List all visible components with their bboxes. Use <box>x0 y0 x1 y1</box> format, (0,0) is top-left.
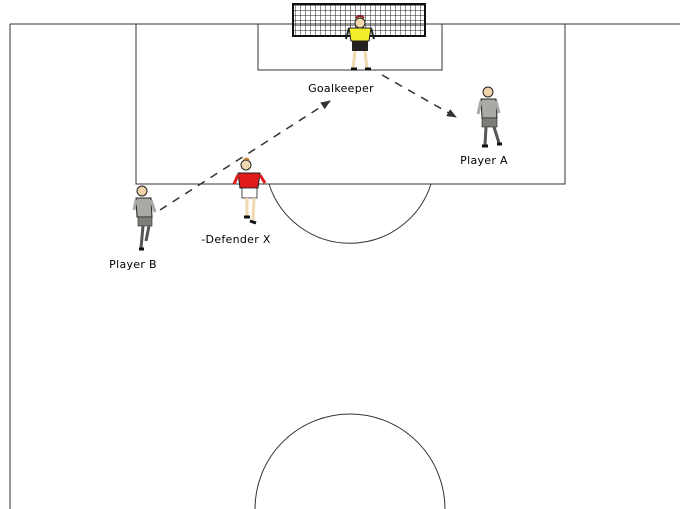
pass-arrows <box>160 75 456 210</box>
defender-x-label: -Defender X <box>201 233 271 246</box>
pass-arrow-goalkeeper-to-a <box>382 75 456 117</box>
player-a-label: Player A <box>460 154 508 167</box>
player-b-label: Player B <box>109 258 157 271</box>
defender-x-figure <box>234 159 265 224</box>
center-circle <box>255 414 445 509</box>
goalkeeper-label: Goalkeeper <box>308 82 374 95</box>
penalty-arc <box>269 184 431 243</box>
player-a-figure <box>478 87 502 146</box>
player-b-figure <box>134 186 155 249</box>
